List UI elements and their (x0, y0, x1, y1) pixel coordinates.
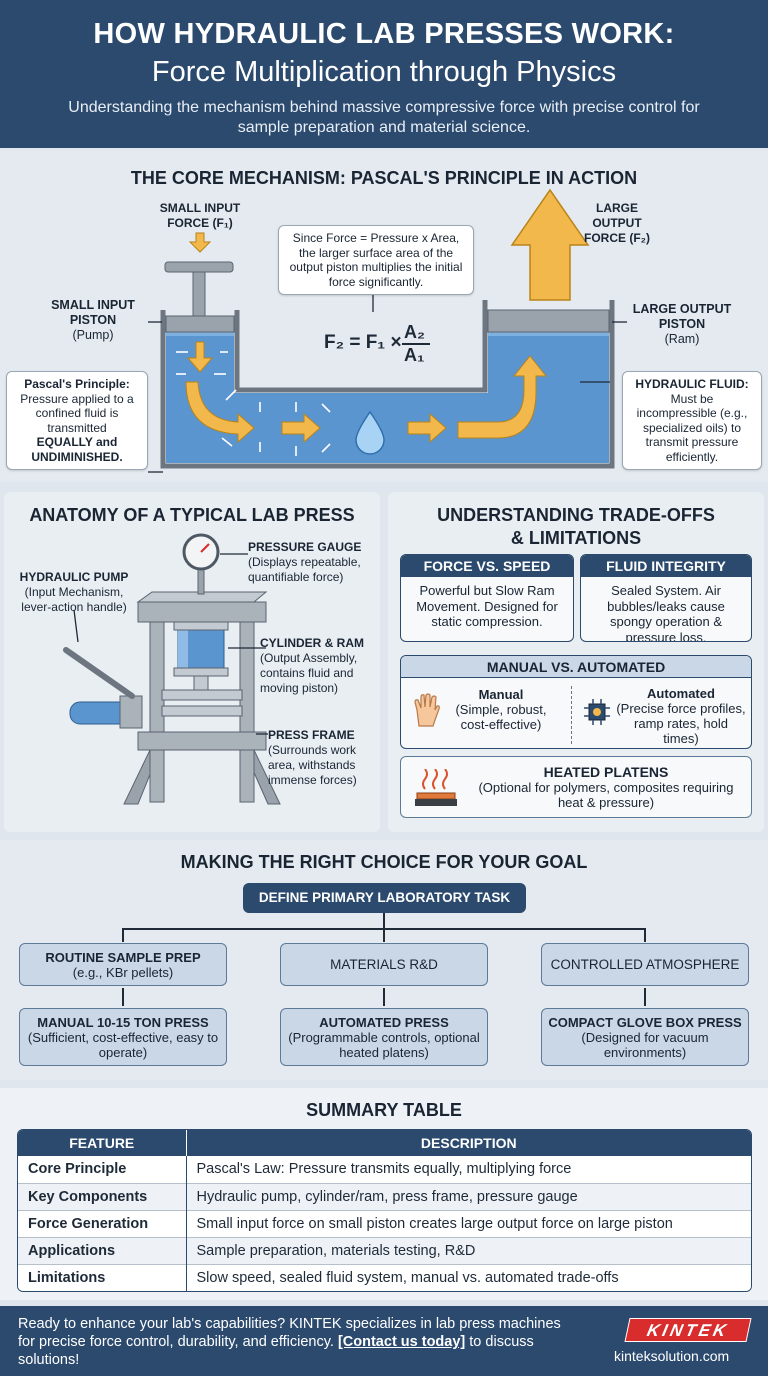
manual-auto-card: MANUAL VS. AUTOMATED Manual (Simple, rob… (400, 655, 752, 749)
cylinder-label: CYLINDER & RAM (Output Assembly, contain… (260, 636, 364, 695)
intro-text: Understanding the mechanism behind massi… (68, 99, 700, 136)
automated-label: Automated (Precise force profiles, ramp … (616, 686, 746, 746)
footer: Ready to enhance your lab's capabilities… (0, 1306, 768, 1376)
heated-label: HEATED PLATENS (Optional for polymers, c… (478, 764, 734, 811)
hand-icon (414, 693, 440, 727)
formula-lhs: F₂ = F₁ × (324, 332, 402, 353)
page-title: HOW HYDRAULIC LAB PRESSES WORK: (93, 18, 675, 50)
hydraulic-diagram (148, 188, 627, 473)
fluid-callout: HYDRAULIC FLUID: Must be incompressible … (622, 371, 762, 470)
kintek-logo: KINTEK (624, 1318, 752, 1342)
table-row: Limitations Slow speed, sealed fluid sys… (18, 1263, 751, 1291)
rec-box-glovebox: COMPACT GLOVE BOX PRESS (Designed for va… (541, 1008, 749, 1066)
pascal-callout: Pascal's Principle: Pressure applied to … (6, 371, 148, 470)
choice-title: MAKING THE RIGHT CHOICE FOR YOUR GOAL (180, 852, 588, 872)
header-description: DESCRIPTION (186, 1130, 751, 1156)
tradeoffs-title: UNDERSTANDING TRADE-OFFS & LIMITATIONS (437, 505, 715, 548)
small-piston (165, 315, 235, 333)
table-row: Key Components Hydraulic pump, cylinder/… (18, 1182, 751, 1210)
rec-box-automated: AUTOMATED PRESS (Programmable controls, … (280, 1008, 488, 1066)
chip-icon (584, 699, 610, 725)
large-output-force-label: LARGE OUTPUT FORCE (F₂) (584, 201, 650, 245)
fluid-integrity-card: FLUID INTEGRITY Sealed System. Air bubbl… (580, 554, 752, 642)
root-box: DEFINE PRIMARY LABORATORY TASK (243, 883, 526, 913)
rec-box-manual: MANUAL 10-15 TON PRESS (Sufficient, cost… (19, 1008, 227, 1066)
frame-label: PRESS FRAME (Surrounds work area, withst… (268, 728, 357, 787)
force-speed-head: FORCE VS. SPEED (401, 555, 573, 577)
mechanism-title: THE CORE MECHANISM: PASCAL'S PRINCIPLE I… (130, 168, 638, 188)
manual-auto-head: MANUAL VS. AUTOMATED (401, 656, 751, 678)
force-speed-card: FORCE VS. SPEED Powerful but Slow Ram Mo… (400, 554, 574, 642)
large-piston (487, 309, 610, 333)
force-speed-body: Powerful but Slow Ram Movement. Designed… (416, 583, 558, 629)
pump-label: HYDRAULIC PUMP (Input Mechanism, lever-a… (19, 570, 129, 614)
summary-title: SUMMARY TABLE (306, 1100, 462, 1120)
mechanism-section: THE CORE MECHANISM: PASCAL'S PRINCIPLE I… (0, 150, 768, 482)
heated-plate-icon (415, 769, 457, 806)
force-note: Since Force = Pressure x Area, the large… (278, 225, 474, 295)
task-box-atmosphere: CONTROLLED ATMOSPHERE (541, 943, 749, 986)
page-subtitle: Force Multiplication through Physics (151, 56, 617, 88)
header-feature: FEATURE (18, 1130, 187, 1156)
large-piston-label: LARGE OUTPUT PISTON (Ram) (632, 302, 732, 346)
summary-table: FEATURE DESCRIPTION Core Principle Pasca… (17, 1129, 752, 1292)
formula: F₂ = F₁ × A₂ A₁ (324, 322, 444, 366)
anatomy-section: ANATOMY OF A TYPICAL LAB PRESS (4, 492, 380, 832)
fluid-integrity-head: FLUID INTEGRITY (581, 555, 751, 577)
small-input-force-label: SMALL INPUT FORCE (F₁) (159, 201, 241, 230)
tradeoffs-section: UNDERSTANDING TRADE-OFFS & LIMITATIONS F… (388, 492, 764, 832)
fluid-integrity-body: Sealed System. Air bubbles/leaks cause s… (607, 583, 725, 642)
lab-press-illustration (63, 533, 281, 805)
footer-text: Ready to enhance your lab's capabilities… (18, 1316, 561, 1368)
table-row: Applications Sample preparation, materia… (18, 1236, 751, 1264)
website-link[interactable]: kinteksolution.com (614, 1348, 730, 1364)
anatomy-title: ANATOMY OF A TYPICAL LAB PRESS (29, 505, 355, 525)
table-row: Core Principle Pascal's Law: Pressure tr… (18, 1156, 751, 1183)
header: HOW HYDRAULIC LAB PRESSES WORK: Force Mu… (0, 0, 768, 148)
heated-platens-card: HEATED PLATENS (Optional for polymers, c… (400, 756, 752, 818)
task-box-sample-prep: ROUTINE SAMPLE PREP (e.g., KBr pellets) (19, 943, 227, 986)
contact-link[interactable]: [Contact us today] (337, 1334, 466, 1350)
table-row: Force Generation Small input force on sm… (18, 1209, 751, 1237)
manual-label: Manual (Simple, robust, cost-effective) (455, 687, 547, 732)
gauge-label: PRESSURE GAUGE (Displays repeatable, qua… (248, 540, 362, 584)
task-box-materials: MATERIALS R&D (280, 943, 488, 986)
choice-section: MAKING THE RIGHT CHOICE FOR YOUR GOAL DE… (0, 840, 768, 1080)
formula-numerator: A₂ (404, 322, 425, 342)
small-piston-label: SMALL INPUT PISTON (Pump) (51, 298, 135, 342)
formula-denominator: A₁ (404, 345, 425, 365)
